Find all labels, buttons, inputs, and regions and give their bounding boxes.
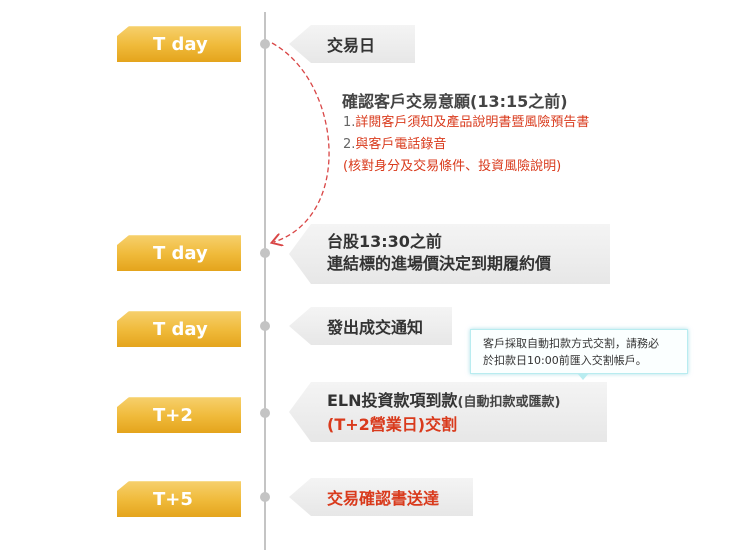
step-box-trade-notice: 發出成交通知 <box>289 307 452 345</box>
timeline-dot <box>260 248 270 258</box>
day-tag: T+2 <box>117 397 241 433</box>
tooltip-arrow <box>577 373 589 380</box>
day-tag: T day <box>117 26 241 62</box>
step-text-line1: 台股13:30之前 <box>327 232 442 251</box>
step-box-trade-day: 交易日 <box>289 25 415 63</box>
timeline-dot <box>260 321 270 331</box>
tooltip-line1: 客戶採取自動扣款方式交割，請務必 <box>483 337 659 350</box>
confirm-title: 確認客戶交易意願(13:15之前) <box>342 92 568 111</box>
dashed-arrow <box>260 42 330 255</box>
tooltip-line2: 於扣款日10:00前匯入交割帳戶。 <box>483 354 647 367</box>
auto-debit-tooltip: 客戶採取自動扣款方式交割，請務必 於扣款日10:00前匯入交割帳戶。 <box>470 329 688 374</box>
day-tag: T+5 <box>117 481 241 517</box>
step-text-line2: 連結標的進場價決定到期履約價 <box>327 254 552 273</box>
step-text-line1: ELN投資款項到款(自動扣款或匯款) <box>327 391 561 410</box>
step-box-confirmation-delivery: 交易確認書送達 <box>289 478 473 516</box>
timeline-dot <box>260 39 270 49</box>
timeline-spine <box>264 12 266 550</box>
day-tag: T day <box>117 311 241 347</box>
confirm-line-2: 2.與客戶電話錄音 <box>343 137 447 152</box>
step-text: 交易確認書送達 <box>327 489 440 508</box>
step-text: 發出成交通知 <box>327 318 424 337</box>
step-text: 交易日 <box>327 36 376 55</box>
day-tag: T day <box>117 235 241 271</box>
step-text-line2: (T+2營業日)交割 <box>327 415 458 434</box>
step-box-settlement: ELN投資款項到款(自動扣款或匯款) (T+2營業日)交割 <box>289 382 607 442</box>
step-box-price-decision: 台股13:30之前 連結標的進場價決定到期履約價 <box>289 224 610 284</box>
timeline-dot <box>260 492 270 502</box>
confirm-line-3: (核對身分及交易條件、投資風險說明) <box>343 159 562 174</box>
timeline-dot <box>260 408 270 418</box>
confirm-line-1: 1.詳閱客戶須知及產品說明書暨風險預告書 <box>343 115 590 130</box>
